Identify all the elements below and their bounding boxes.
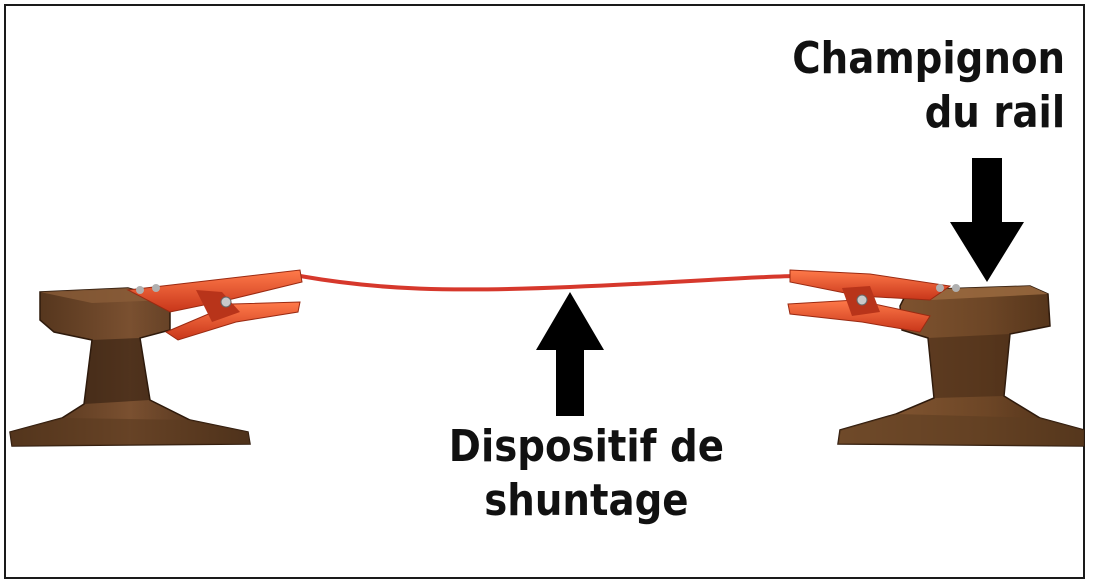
shunt-device-label-line1: Dispositif de <box>448 421 724 472</box>
arrow-up-icon <box>536 292 604 416</box>
rail-head-label-line2: du rail <box>924 87 1065 138</box>
arrow-down-icon <box>950 158 1024 282</box>
shunt-device-label-line2: shuntage <box>484 475 689 526</box>
right-clamp <box>787 269 960 333</box>
rail-head-label-line1: Champignon <box>792 33 1065 84</box>
shunt-device-label: Dispositif de shuntage <box>428 420 745 528</box>
left-rail <box>9 287 251 447</box>
left-clamp <box>126 269 303 341</box>
rail-head-label: Champignon du rail <box>792 32 1065 140</box>
shunt-cable <box>298 274 802 292</box>
